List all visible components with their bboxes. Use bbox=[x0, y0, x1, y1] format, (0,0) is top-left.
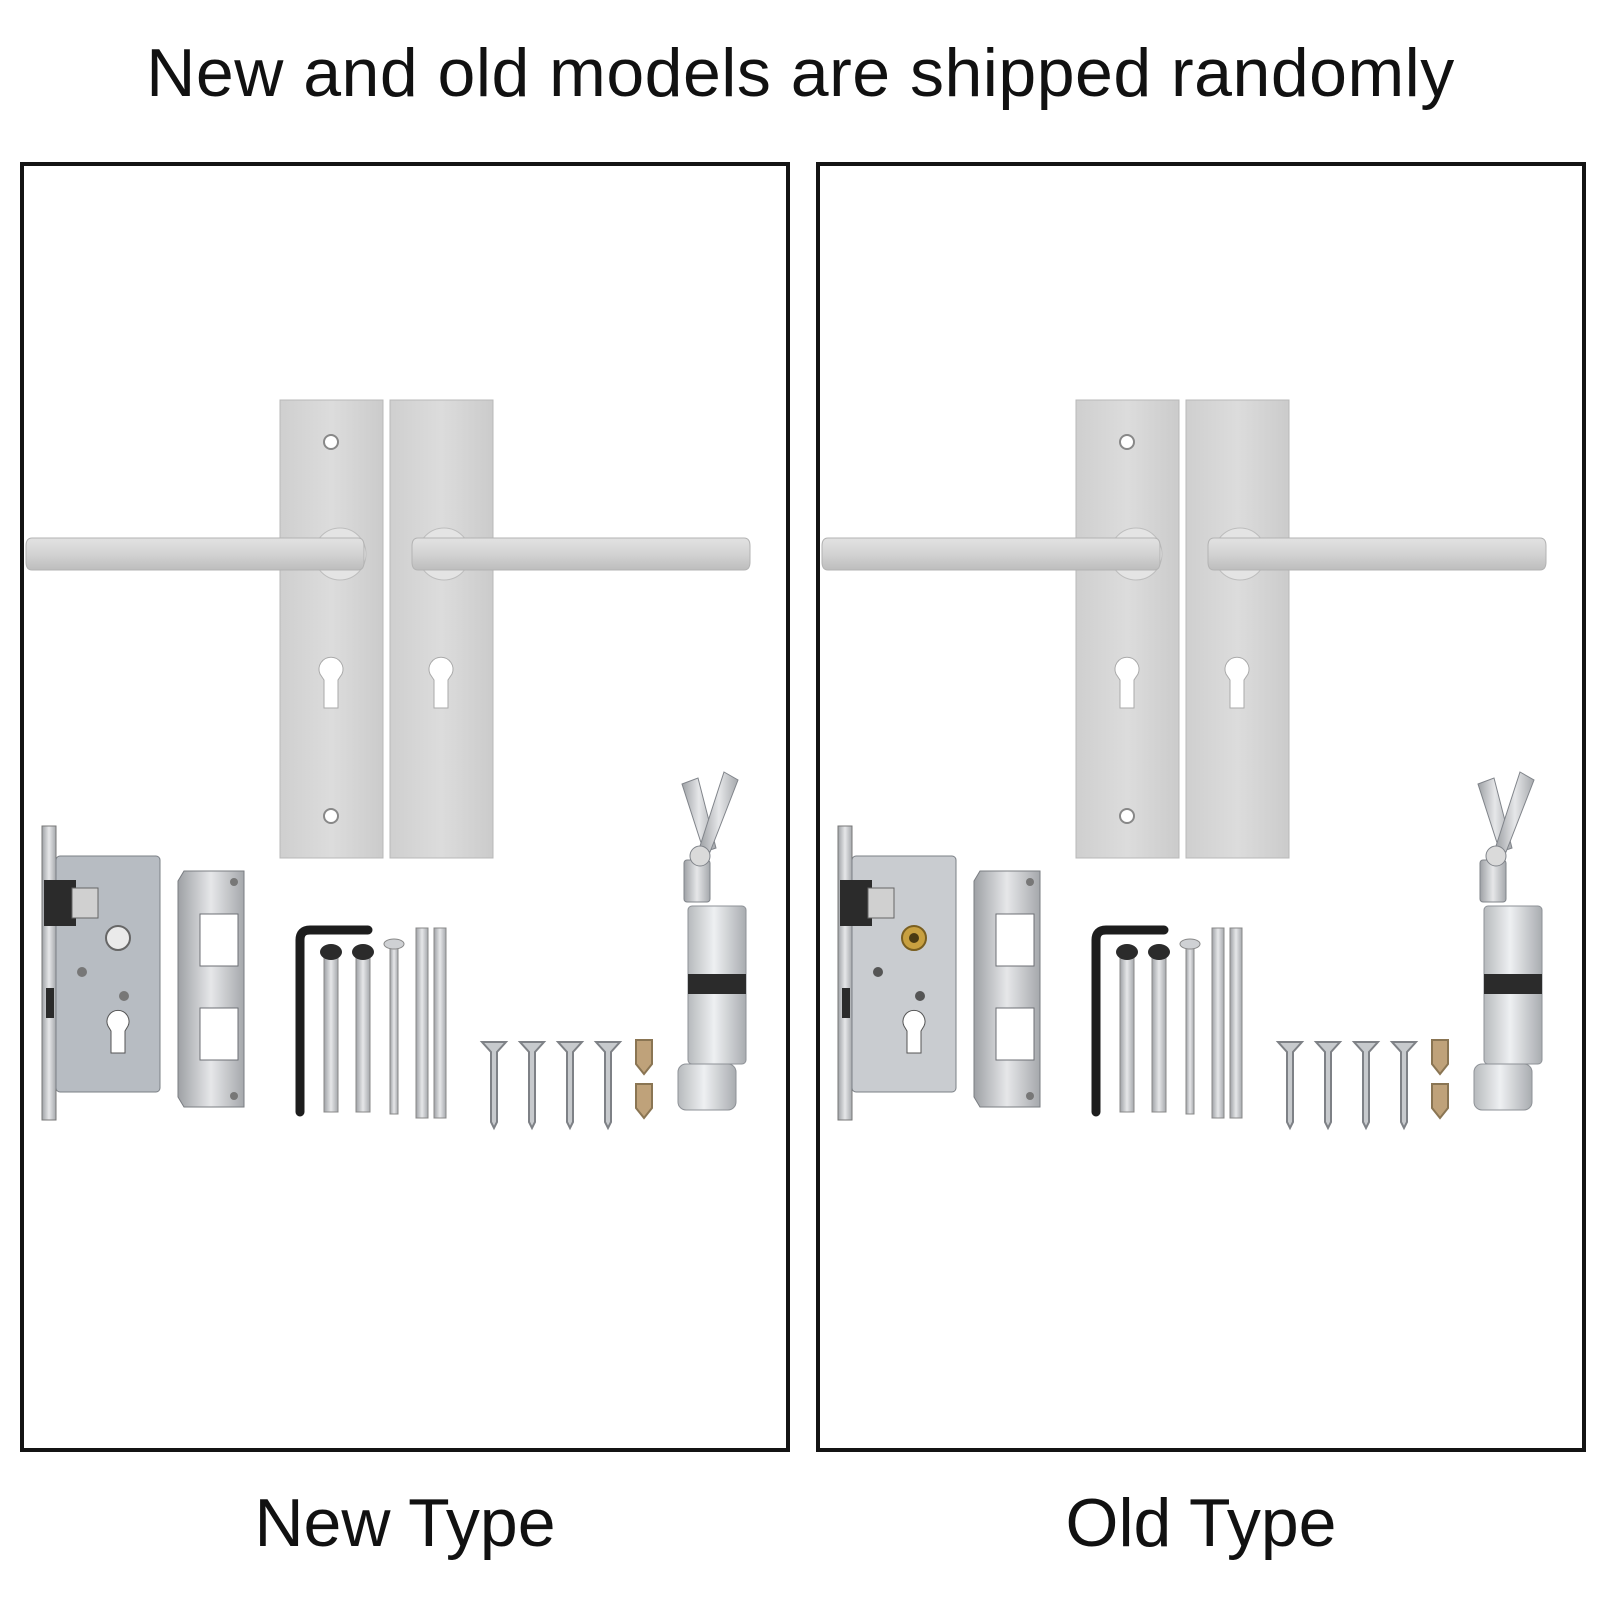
hex-key-icon bbox=[295, 925, 373, 1117]
strike-plate-icon bbox=[973, 870, 1041, 1108]
mortise-lock-icon bbox=[837, 825, 957, 1121]
lever-handle-icon bbox=[821, 399, 1547, 859]
panel-old-type bbox=[816, 162, 1586, 1452]
panel-new-type bbox=[20, 162, 790, 1452]
key-icon bbox=[1477, 771, 1535, 903]
mortise-lock-icon bbox=[41, 825, 161, 1121]
cylinder-lock-icon bbox=[677, 905, 747, 1111]
strike-plate-icon bbox=[177, 870, 245, 1108]
hex-key-icon bbox=[1091, 925, 1169, 1117]
caption-new-type: New Type bbox=[254, 1485, 556, 1561]
caption-old-type: Old Type bbox=[1065, 1485, 1337, 1561]
product-photo-old-type bbox=[821, 399, 1547, 1131]
screw-icon bbox=[1275, 1039, 1449, 1131]
screw-icon bbox=[479, 1039, 653, 1131]
key-icon bbox=[681, 771, 739, 903]
bolt-icon bbox=[320, 927, 447, 1119]
headline: New and old models are shipped randomly bbox=[146, 35, 1455, 111]
bolt-icon bbox=[1116, 927, 1243, 1119]
product-photo-new-type bbox=[25, 399, 751, 1131]
cylinder-lock-icon bbox=[1473, 905, 1543, 1111]
lever-handle-icon bbox=[25, 399, 751, 859]
